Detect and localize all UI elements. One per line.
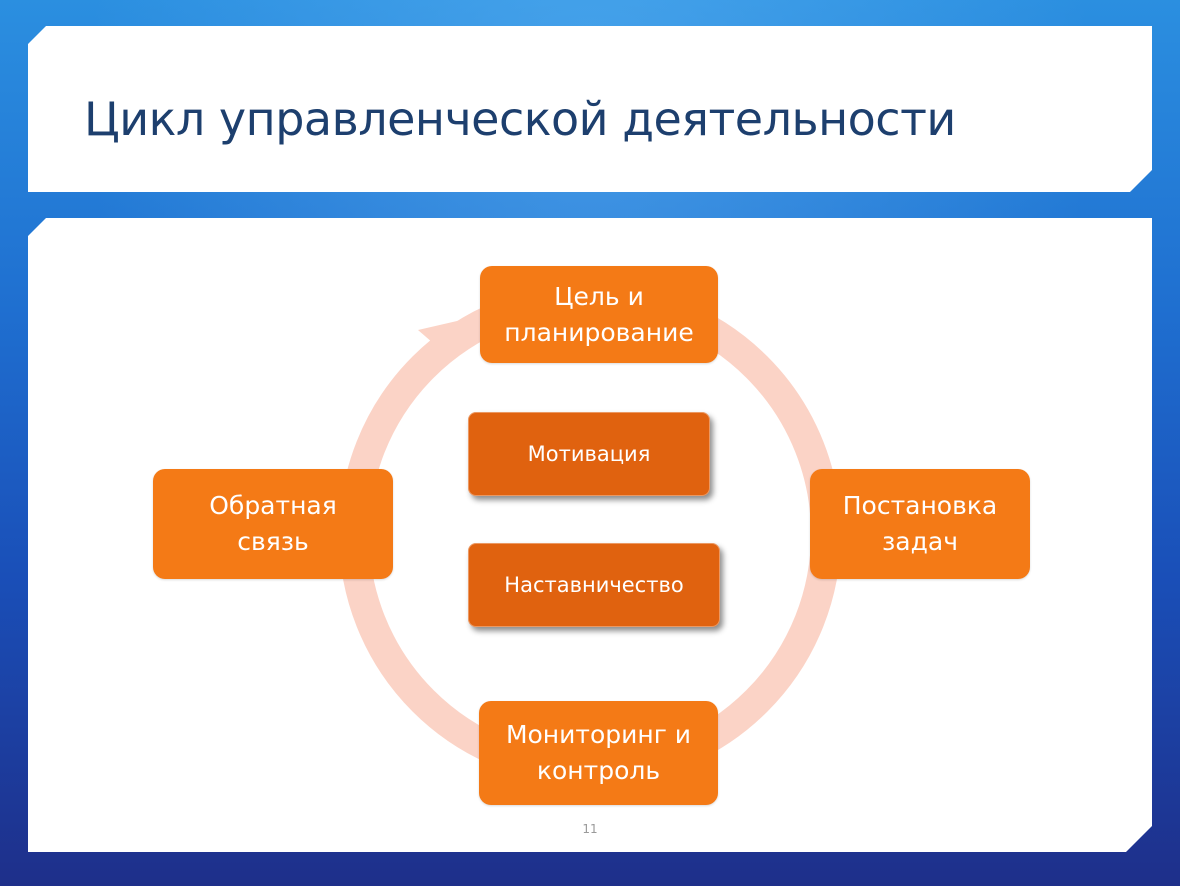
cycle-node-label: Цель и планирование [504, 281, 694, 347]
center-box-motivation: Мотивация [468, 412, 710, 496]
cycle-node-label: Мониторинг и контроль [505, 720, 692, 785]
title-panel [28, 26, 1152, 192]
center-box-label: Наставничество [504, 573, 684, 597]
cycle-node-monitoring-control: Мониторинг и контроль [479, 701, 718, 805]
cycle-node-label: Обратная связь [209, 491, 337, 556]
center-box-label: Мотивация [527, 442, 651, 466]
cycle-node-feedback: Обратная связь [153, 469, 393, 579]
page-number: 11 [582, 822, 598, 836]
cycle-arrow-head-fill [418, 318, 470, 356]
cycle-node-label: Постановка задач [842, 491, 998, 556]
cycle-ring-track [339, 283, 841, 785]
center-box-mentoring: Наставничество [468, 543, 720, 627]
cycle-node-task-setting: Постановка задач [810, 469, 1030, 579]
cycle-node-goal-planning: Цель и планирование [480, 266, 718, 363]
slide-title: Цикл управленческой деятельности [84, 92, 956, 146]
